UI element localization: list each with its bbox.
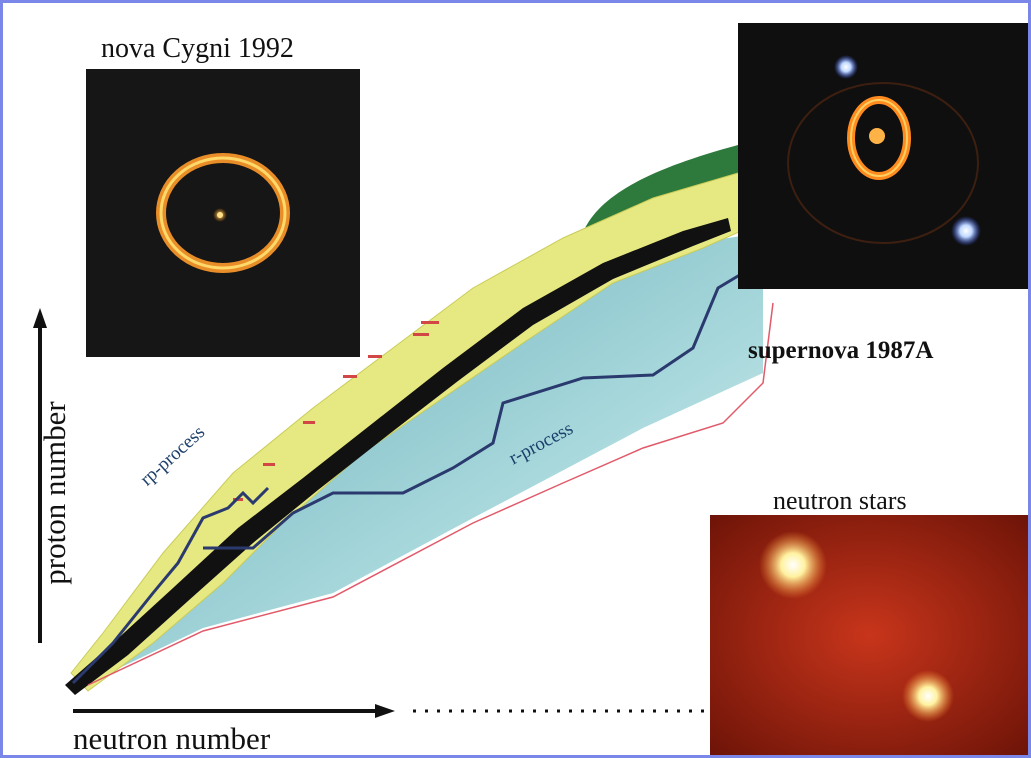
neutron-stars-image: [710, 515, 1028, 755]
nuclide-chart-diagram: [33, 23, 1028, 755]
nova-cygni-label: nova Cygni 1992: [101, 33, 294, 64]
r-process-path: [203, 271, 744, 550]
nova-cygni-image: [86, 69, 360, 357]
neutron-stars-label: neutron stars: [773, 486, 907, 515]
x-axis-label: neutron number: [73, 721, 271, 756]
rp-process-path: [71, 486, 270, 685]
supernova-image: [738, 23, 1028, 289]
y-axis-arrow: [33, 308, 47, 643]
neutron-drip-line: [87, 302, 774, 686]
supernova-label: supernova 1987A: [748, 337, 934, 364]
stable-nuclei-valley: [65, 218, 731, 695]
y-axis-label: proton number: [37, 401, 72, 585]
x-axis-arrow: [73, 704, 708, 718]
neutron-rich-region: [88, 233, 763, 683]
